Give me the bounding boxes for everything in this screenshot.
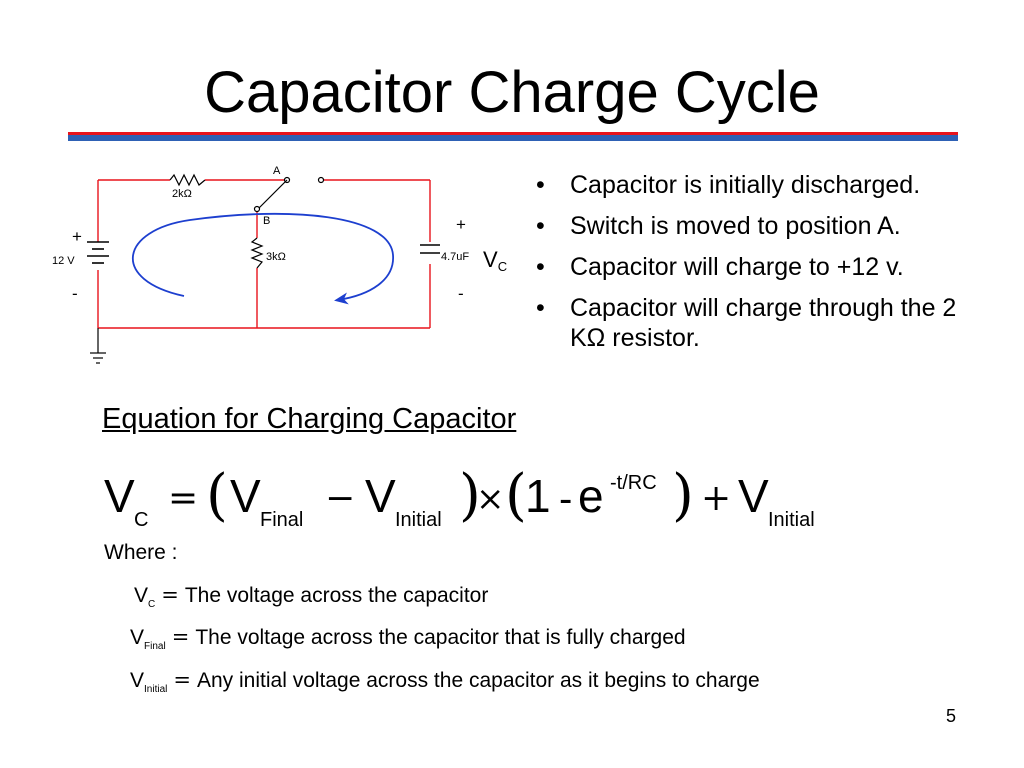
bullet-item: • Capacitor will charge to +12 v. <box>536 252 996 282</box>
def-sub: Initial <box>144 684 168 695</box>
vc-main: V <box>483 247 498 272</box>
charging-equation: V C V Final V Initial 1 - e -t/RC V Init… <box>104 463 815 531</box>
definition-vfinal: VFinal =The voltage across the capacitor … <box>130 625 686 652</box>
bullet-marker: • <box>536 212 545 240</box>
eq-vc-v: V <box>104 470 135 522</box>
title-rule-red <box>68 132 958 135</box>
battery-voltage-label: 12 V <box>52 255 75 267</box>
bullet-marker: • <box>536 171 545 199</box>
switch-label-b: B <box>263 215 270 227</box>
battery-plus-sign: + <box>72 227 82 246</box>
bullet-item: • Capacitor will charge through the 2 KΩ … <box>536 293 996 353</box>
eq-times: × <box>476 479 505 519</box>
eq-vfinal-sub: Final <box>260 509 303 531</box>
eq-lparen-1: ( <box>206 463 228 528</box>
bullet-list: • Capacitor is initially discharged. • Swi… <box>536 170 996 364</box>
resistor-2k-label: 2kΩ <box>172 188 192 200</box>
bullet-text: Switch is moved to position A. <box>570 212 901 240</box>
definition-vinitial: VInitial =Any initial voltage across the … <box>130 668 760 695</box>
switch-icon <box>253 176 325 213</box>
eq-dash: - <box>559 477 572 521</box>
vc-label: VC <box>483 247 507 274</box>
def-sub: Final <box>144 641 166 652</box>
resistor-3k-icon <box>250 237 264 269</box>
def-equals: = <box>161 583 179 607</box>
def-sub: C <box>148 599 156 610</box>
bullet-item: • Switch is moved to position A. <box>536 211 996 241</box>
def-var: V <box>130 626 145 649</box>
slide-title: Capacitor Charge Cycle <box>204 60 820 125</box>
switch-label-a: A <box>273 165 281 177</box>
bullet-marker: • <box>536 294 545 322</box>
definition-vc: VC =The voltage across the capacitor <box>134 583 488 610</box>
bullet-text: Capacitor will charge to +12 v. <box>570 253 904 281</box>
circuit-diagram: A B 2kΩ 3kΩ 4.7uF 12 V + - + - VC <box>52 165 507 364</box>
bullet-text: Capacitor is initially discharged. <box>570 171 921 199</box>
capacitor-plus-sign: + <box>456 215 466 234</box>
eq-minus: − <box>325 478 355 519</box>
capacitor-minus-sign: - <box>458 284 464 303</box>
equation-heading: Equation for Charging Capacitor <box>102 403 517 435</box>
current-arrow-icon <box>131 212 394 305</box>
def-text: The voltage across the capacitor that is… <box>195 626 686 649</box>
eq-exponent: -t/RC <box>610 472 657 494</box>
def-var: V <box>130 669 145 692</box>
def-equals: = <box>173 668 191 692</box>
eq-vinit2-v: V <box>738 470 769 522</box>
eq-vc-sub: C <box>134 509 148 531</box>
resistor-3k-label: 3kΩ <box>266 251 286 263</box>
eq-vinitial-v: V <box>365 470 396 522</box>
def-text: The voltage across the capacitor <box>184 584 489 607</box>
eq-rparen-1: ) <box>459 463 481 528</box>
eq-e: e <box>578 470 604 522</box>
eq-plus: + <box>701 478 731 519</box>
def-var: V <box>134 584 149 607</box>
eq-vinitial-sub: Initial <box>395 509 442 531</box>
eq-vfinal-v: V <box>230 470 261 522</box>
capacitor-value-label: 4.7uF <box>441 251 469 263</box>
page-number: 5 <box>946 706 957 726</box>
bullet-text: Capacitor will charge through the 2 KΩ r… <box>570 294 957 352</box>
eq-vinit2-sub: Initial <box>768 509 815 531</box>
battery-icon <box>87 241 109 264</box>
ground-icon <box>90 352 106 364</box>
where-label: Where : <box>104 541 178 564</box>
battery-minus-sign: - <box>72 284 78 303</box>
wires <box>97 179 431 329</box>
eq-equals: = <box>168 478 198 519</box>
vc-sub: C <box>498 259 507 274</box>
eq-rparen-2: ) <box>672 463 694 528</box>
title-rule-blue <box>68 135 958 141</box>
def-equals: = <box>171 625 190 649</box>
eq-one: 1 <box>525 470 551 522</box>
def-text: Any initial voltage across the capacitor… <box>196 669 760 692</box>
eq-lparen-2: ( <box>505 463 527 528</box>
resistor-2k-icon <box>169 173 206 187</box>
bullet-item: • Capacitor is initially discharged. <box>536 170 996 200</box>
bullet-marker: • <box>536 253 545 281</box>
capacitor-icon <box>420 244 440 254</box>
